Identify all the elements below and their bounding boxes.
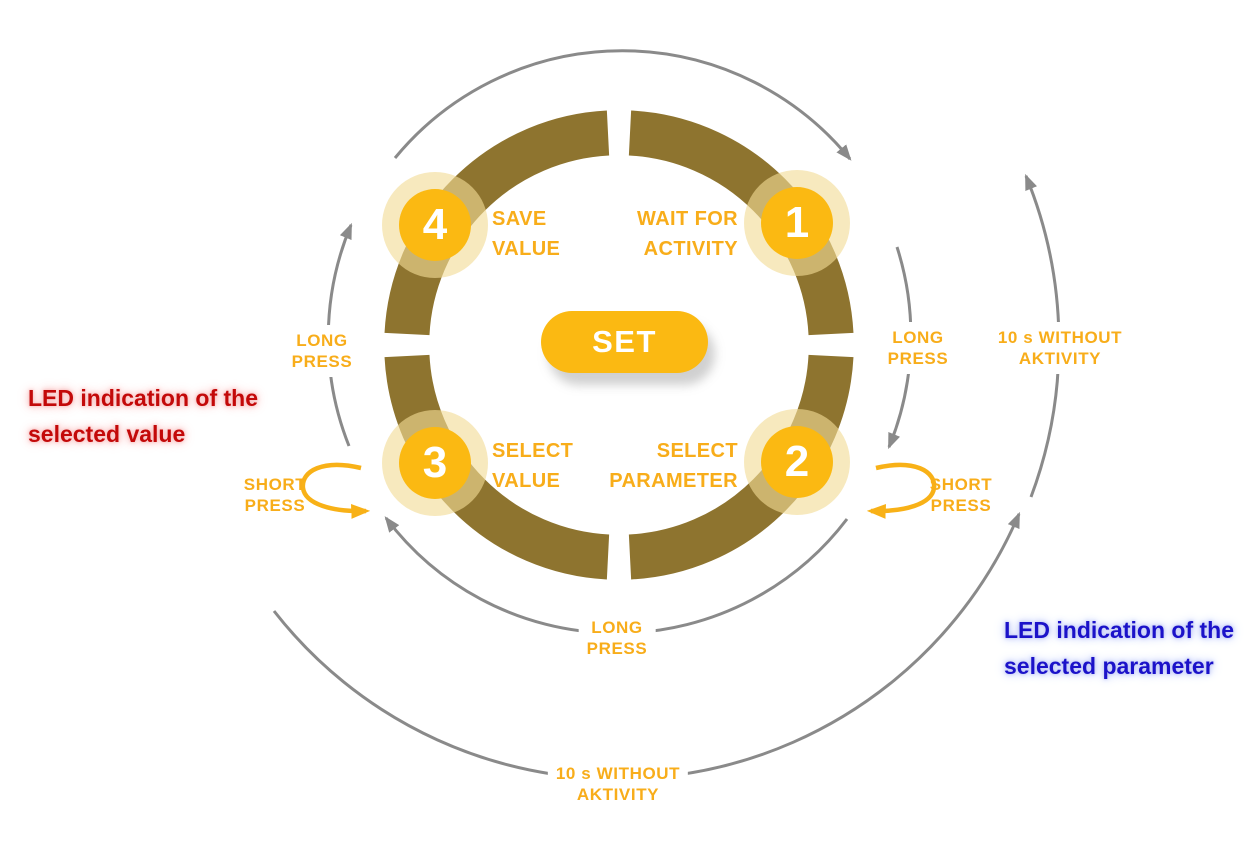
transition-label-long-press-bottom: LONG PRESS <box>578 612 656 664</box>
transition-label-long-press-left: LONG PRESS <box>283 325 361 377</box>
state-4-label: SAVE VALUE <box>492 208 561 260</box>
transition-label-short-press-left: SHORT PRESS <box>243 475 307 515</box>
set-button-label: SET <box>592 324 657 359</box>
transition-label-timeout-bottom: 10 s WITHOUT AKTIVITY <box>547 758 689 810</box>
state-bubble-4: 4 <box>382 172 488 278</box>
set-button: SET <box>541 311 708 373</box>
state-1-label: WAIT FOR ACTIVITY <box>637 208 738 260</box>
annotation-led-value: LED indication of the selected value <box>28 385 258 447</box>
transition-arc-top <box>393 49 852 161</box>
state-number-4: 4 <box>399 189 471 261</box>
state-number-3: 3 <box>399 427 471 499</box>
short-press-loop-right <box>866 462 937 519</box>
annotation-led-parameter: LED indication of the selected parameter <box>1004 617 1234 679</box>
state-bubble-3: 3 <box>382 410 488 516</box>
state-2-label: SELECT PARAMETER <box>609 440 738 492</box>
state-bubble-1: 1 <box>744 170 850 276</box>
transition-label-timeout-right: 10 s WITHOUT AKTIVITY <box>989 322 1131 374</box>
transition-label-short-press-right: SHORT PRESS <box>929 475 993 515</box>
state-number-1: 1 <box>761 187 833 259</box>
state-3-label: SELECT VALUE <box>492 440 574 492</box>
transition-label-long-press-right: LONG PRESS <box>879 322 957 374</box>
state-bubble-2: 2 <box>744 409 850 515</box>
state-number-2: 2 <box>761 426 833 498</box>
short-press-loop-left <box>300 462 371 519</box>
